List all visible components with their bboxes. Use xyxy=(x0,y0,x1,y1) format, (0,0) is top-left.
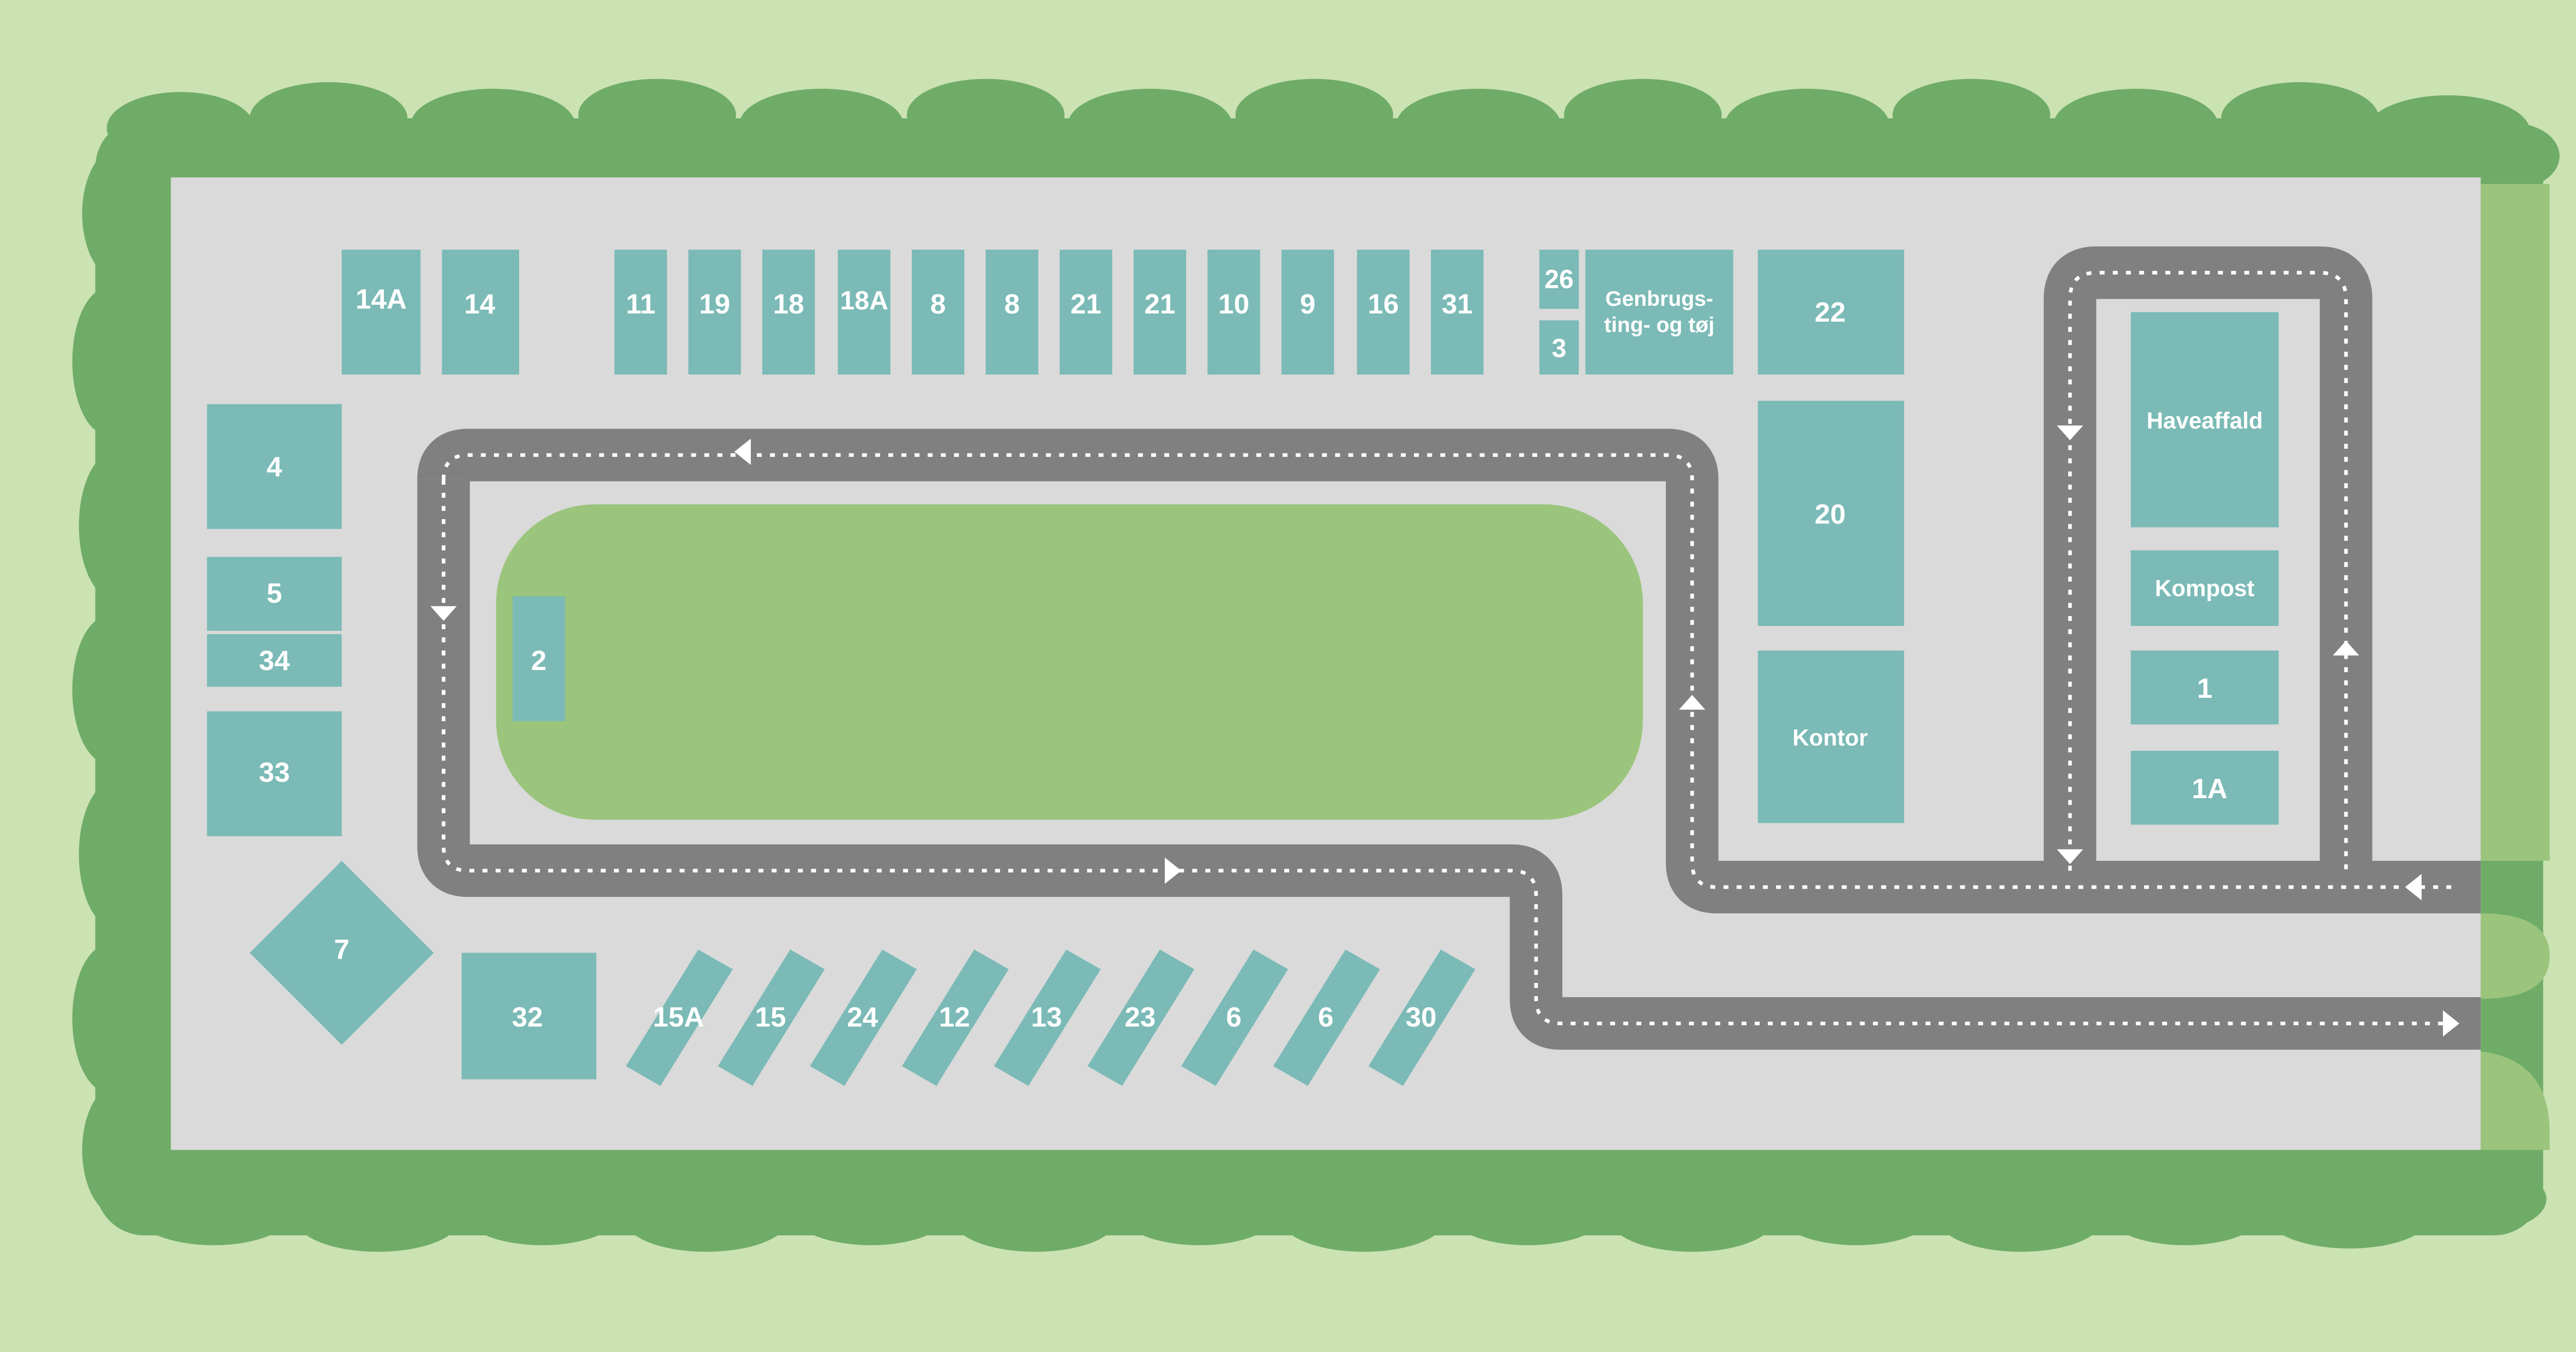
svg-text:6: 6 xyxy=(1318,1001,1333,1033)
hedge-bumps-left xyxy=(72,148,155,1216)
container-23: 23 xyxy=(1087,949,1195,1086)
svg-text:34: 34 xyxy=(259,645,290,676)
container-26: 26 xyxy=(1539,250,1579,309)
container-18: 18 xyxy=(762,250,815,375)
arrow-right-icon xyxy=(1165,857,1182,884)
container-14a: 14A xyxy=(341,250,421,375)
svg-text:32: 32 xyxy=(512,1001,543,1033)
arrow-up-icon xyxy=(1679,695,1706,710)
svg-text:5: 5 xyxy=(267,577,282,608)
svg-text:8: 8 xyxy=(930,288,946,319)
container-13: 13 xyxy=(994,949,1101,1086)
svg-text:6: 6 xyxy=(1226,1001,1241,1033)
container-34: 34 xyxy=(207,634,342,687)
container-22: 22 xyxy=(1758,250,1904,375)
svg-text:10: 10 xyxy=(1218,288,1249,319)
container-21: 21 xyxy=(1133,250,1187,375)
svg-text:20: 20 xyxy=(1815,499,1846,530)
container-8: 8 xyxy=(985,250,1039,375)
container-20: 20 xyxy=(1758,401,1904,626)
hedge-bumps-bottom xyxy=(135,1166,2547,1252)
container-19: 19 xyxy=(688,250,741,375)
lane-markings xyxy=(442,270,2457,1025)
svg-text:Genbrugs-: Genbrugs- xyxy=(1605,287,1713,311)
container-2: 2 xyxy=(512,596,565,721)
container-6: 6 xyxy=(1273,949,1380,1086)
container-1: 1 xyxy=(2130,650,2279,725)
container-kompost: Kompost xyxy=(2130,550,2279,626)
svg-text:ting- og tøj: ting- og tøj xyxy=(1604,313,1714,337)
svg-text:9: 9 xyxy=(1300,288,1315,319)
container-30: 30 xyxy=(1368,949,1476,1086)
container-14: 14 xyxy=(442,250,520,375)
svg-text:26: 26 xyxy=(1544,264,1574,294)
svg-text:33: 33 xyxy=(259,757,290,788)
container-24: 24 xyxy=(810,949,917,1086)
arrow-left-icon xyxy=(734,438,751,465)
svg-text:16: 16 xyxy=(1368,288,1399,319)
container-9: 9 xyxy=(1281,250,1334,375)
exit-grass xyxy=(2481,184,2550,1150)
svg-text:18A: 18A xyxy=(840,286,888,315)
svg-text:21: 21 xyxy=(1070,288,1102,319)
svg-text:1: 1 xyxy=(2197,673,2212,704)
container-3: 3 xyxy=(1539,320,1579,375)
container-haveaffald: Haveaffald xyxy=(2130,312,2279,528)
svg-text:21: 21 xyxy=(1145,288,1176,319)
svg-text:14A: 14A xyxy=(356,283,407,315)
svg-text:1A: 1A xyxy=(2192,773,2227,804)
container-1a: 1A xyxy=(2130,751,2279,825)
container-11: 11 xyxy=(614,250,667,375)
container-genbrug: Genbrugs- ting- og tøj xyxy=(1585,250,1734,375)
svg-text:Kontor: Kontor xyxy=(1792,725,1868,750)
svg-text:7: 7 xyxy=(334,934,349,965)
arrow-right-icon xyxy=(2442,1010,2460,1037)
direction-arrows xyxy=(430,425,2460,1037)
svg-text:Haveaffald: Haveaffald xyxy=(2146,408,2262,433)
arrow-up-icon xyxy=(2333,641,2360,656)
svg-text:15A: 15A xyxy=(653,1001,704,1033)
svg-text:Kompost: Kompost xyxy=(2155,575,2255,601)
container-4: 4 xyxy=(207,404,342,529)
container-31: 31 xyxy=(1431,250,1484,375)
container-16: 16 xyxy=(1357,250,1410,375)
container-15a: 15A xyxy=(625,949,733,1086)
svg-text:24: 24 xyxy=(847,1001,878,1033)
svg-text:19: 19 xyxy=(699,288,730,319)
container-8: 8 xyxy=(912,250,965,375)
svg-text:14: 14 xyxy=(464,288,495,319)
container-10: 10 xyxy=(1207,250,1260,375)
container-6: 6 xyxy=(1181,949,1288,1086)
container-kontor: Kontor xyxy=(1758,650,1904,823)
arrow-down-icon xyxy=(430,606,457,621)
center-lawn xyxy=(496,504,1643,820)
container-15: 15 xyxy=(718,949,825,1086)
hedge-bumps-top xyxy=(106,79,2560,189)
svg-text:11: 11 xyxy=(626,288,655,319)
svg-text:12: 12 xyxy=(939,1001,970,1033)
arrow-down-icon xyxy=(2056,849,2084,865)
svg-text:8: 8 xyxy=(1004,288,1020,319)
svg-text:15: 15 xyxy=(755,1001,786,1033)
container-12: 12 xyxy=(902,949,1009,1086)
container-21: 21 xyxy=(1060,250,1112,375)
svg-text:18: 18 xyxy=(773,288,804,319)
container-32: 32 xyxy=(461,952,597,1079)
arrow-down-icon xyxy=(2056,425,2084,440)
container-18a: 18A xyxy=(838,250,890,375)
arrow-left-icon xyxy=(2405,874,2422,901)
containers: 14A 14 11 19 18 18A 8 8 21 21 10 9 16 31… xyxy=(207,250,2279,1086)
svg-text:4: 4 xyxy=(267,451,282,482)
svg-text:23: 23 xyxy=(1124,1001,1155,1033)
svg-text:31: 31 xyxy=(1442,288,1473,319)
svg-text:3: 3 xyxy=(1552,334,1567,363)
container-33: 33 xyxy=(207,711,342,836)
svg-text:13: 13 xyxy=(1031,1001,1062,1033)
container-5: 5 xyxy=(207,557,342,631)
svg-text:30: 30 xyxy=(1406,1001,1437,1033)
svg-text:22: 22 xyxy=(1815,297,1846,328)
svg-text:2: 2 xyxy=(531,645,546,676)
